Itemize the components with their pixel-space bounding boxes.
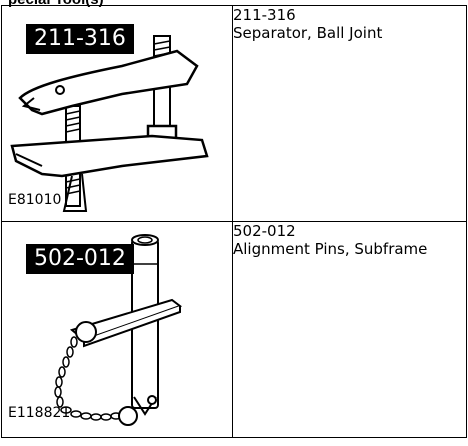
tool-illustration-cell: 211-316 E81010 xyxy=(1,5,233,222)
figure-reference: E118821 xyxy=(8,405,71,421)
tool-description: Separator, Ball Joint xyxy=(233,24,383,42)
tool-text-cell: 502-012 Alignment Pins, Subframe xyxy=(232,221,467,438)
alignment-pins-illustration xyxy=(54,234,183,426)
tool-number-badge: 502-012 xyxy=(26,244,134,274)
heading-partial: pecial Tool(s) xyxy=(8,0,104,8)
ball-joint-separator-illustration xyxy=(10,35,209,212)
tool-description: Alignment Pins, Subframe xyxy=(233,240,428,258)
tool-number-badge: 211-316 xyxy=(26,24,134,54)
table-row: 502-012 E118821 502-012 Alignment Pins, … xyxy=(1,221,467,438)
tool-number: 502-012 xyxy=(233,222,296,240)
figure-reference: E81010 xyxy=(8,192,62,208)
tool-text-cell: 211-316 Separator, Ball Joint xyxy=(232,5,467,222)
table-row: 211-316 E81010 211-316 Separator, Ball J… xyxy=(1,5,467,222)
tool-illustration-cell: 502-012 E118821 xyxy=(1,221,233,438)
special-tools-table: 211-316 E81010 211-316 Separator, Ball J… xyxy=(1,5,467,438)
tool-number: 211-316 xyxy=(233,6,296,24)
